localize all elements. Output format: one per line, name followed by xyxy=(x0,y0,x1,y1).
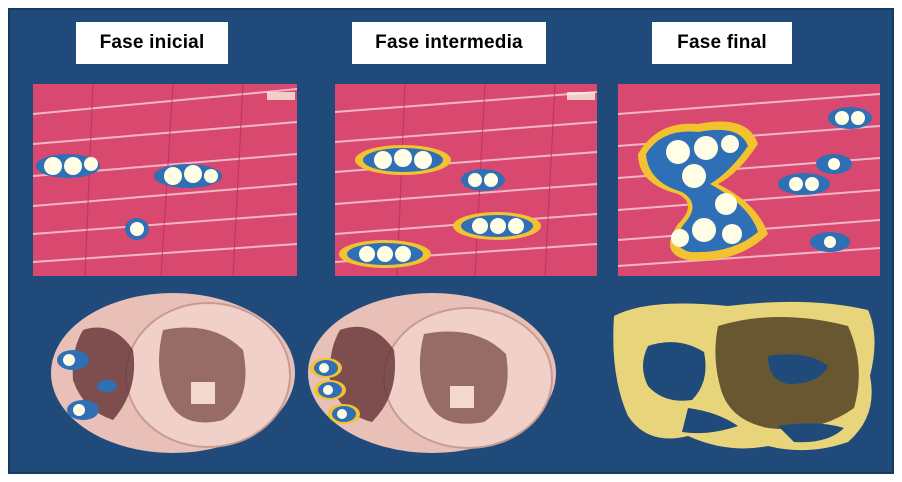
heart-section-final xyxy=(608,296,884,458)
histology-intermediate xyxy=(335,84,597,276)
histology-initial xyxy=(33,84,297,276)
figure-background: Fase inicial Fase intermedia Fase final xyxy=(8,8,894,474)
heart-section-intermediate xyxy=(300,290,562,456)
stage-label-final: Fase final xyxy=(652,22,792,64)
stage-label-intermediate: Fase intermedia xyxy=(352,22,546,64)
stage-label-initial: Fase inicial xyxy=(76,22,228,64)
heart-section-initial xyxy=(43,290,303,456)
histology-final xyxy=(618,84,880,276)
